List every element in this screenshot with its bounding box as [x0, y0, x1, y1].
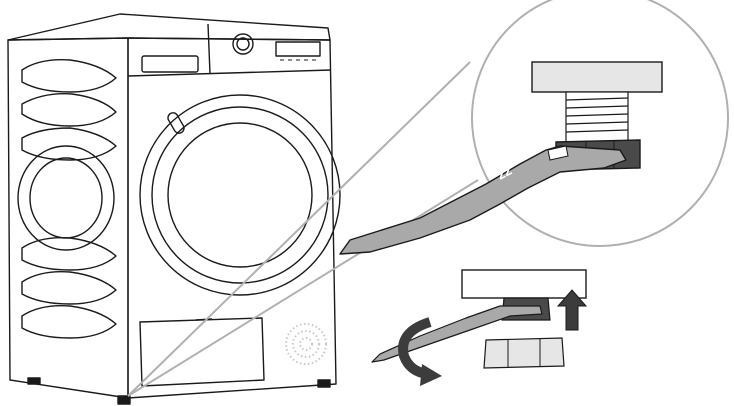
- wrench-size-label: 22: [494, 163, 514, 183]
- program-knob: [232, 33, 254, 55]
- side-ribs: [17, 59, 117, 339]
- wrench-small: [371, 305, 543, 363]
- small-detail: [371, 269, 588, 386]
- dryer-foot-left: [27, 377, 41, 385]
- wrench-large: 22: [339, 145, 627, 255]
- callout-lines: [127, 61, 479, 397]
- display: [275, 41, 321, 57]
- up-arrow-icon: [556, 289, 588, 331]
- door-glass: [167, 122, 313, 268]
- door-handle: [167, 112, 185, 134]
- foot-base-block: [531, 61, 663, 93]
- small-nut: [483, 337, 565, 369]
- plinth-panel: [139, 317, 265, 387]
- threaded-bolt: [565, 91, 629, 143]
- dryer-top: [7, 13, 331, 41]
- dryer-front-panel: [127, 37, 337, 399]
- door-ring: [151, 106, 329, 284]
- water-tank-drawer: [141, 55, 199, 73]
- dryer-foot-right: [317, 379, 331, 388]
- rotate-arrow-icon: [398, 317, 442, 386]
- small-foot-base: [461, 269, 587, 299]
- vent-grille: [285, 323, 327, 365]
- dryer-illustration: [7, 13, 341, 405]
- dryer-foot-front: [117, 395, 131, 405]
- zoom-detail: [471, 0, 729, 247]
- door-outer-ring: [139, 94, 341, 296]
